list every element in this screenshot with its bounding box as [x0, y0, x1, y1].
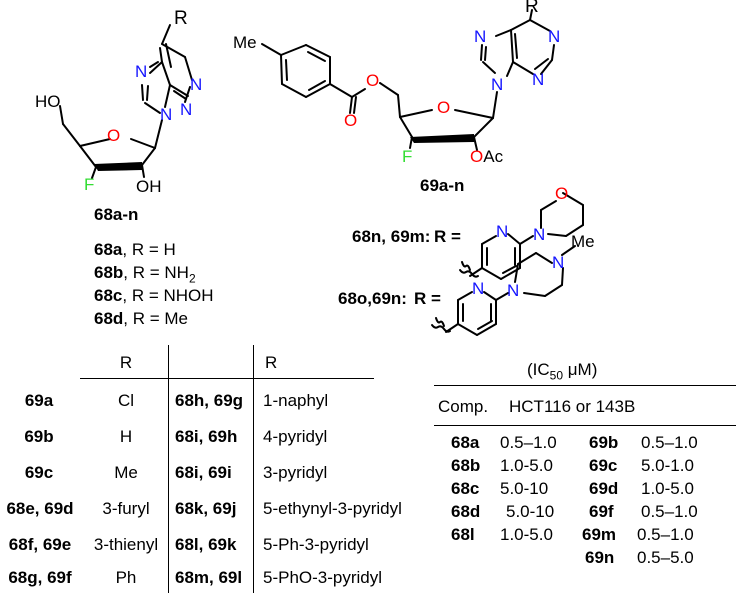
r-value: 1-naphyl	[263, 391, 329, 410]
nitrogen-atom: N	[190, 75, 203, 94]
nitrogen-atom: N	[491, 75, 504, 94]
r-group-label: R	[525, 0, 539, 17]
compound-id: 68h, 69g	[175, 391, 244, 410]
r-equals-label: R =	[414, 289, 441, 308]
methyl-label: Me	[233, 33, 257, 52]
column-header: R	[265, 353, 278, 372]
substituent-item: 68d, R = Me	[94, 309, 189, 328]
substituent-item: 68c, R = NHOH	[94, 286, 214, 305]
nitrogen-atom: N	[160, 105, 173, 124]
compound-id: 68k, 69j	[175, 499, 237, 518]
r-value: Ph	[115, 568, 137, 587]
table-divider	[253, 345, 254, 593]
hydroxyl-label: HO	[35, 92, 61, 111]
compound-id: 68e, 69d	[6, 499, 74, 518]
piperazino-variant-label: 68o,69n:	[338, 289, 407, 308]
r-value: 5-ethynyl-3-pyridyl	[263, 499, 402, 518]
morpholine-oxygen: O	[555, 184, 569, 203]
nitrogen-atom: N	[180, 100, 193, 119]
r-value: Me	[114, 463, 138, 482]
r-value: H	[119, 427, 133, 446]
r-value: 5-Ph-3-pyridyl	[263, 535, 369, 554]
compound-id: 68l, 69k	[175, 535, 237, 554]
substituent-item: 68a, R = H	[94, 240, 176, 259]
compound-id: 68i, 69i	[175, 463, 232, 482]
piperazine-n-methyl-nitrogen: N	[552, 253, 565, 272]
r-value: Cl	[117, 391, 135, 410]
nitrogen-atom: N	[532, 70, 545, 89]
nitrogen-atom: N	[474, 27, 487, 46]
table-divider	[434, 385, 736, 386]
r-value: 3-pyridyl	[263, 463, 328, 482]
compound-id: 68m, 69l	[175, 568, 243, 587]
table-divider	[80, 378, 374, 379]
r-value: 3-thienyl	[93, 535, 159, 554]
r-equals-label: R =	[434, 227, 461, 246]
r-value: 5-PhO-3-pyridyl	[263, 568, 383, 587]
acetyl-label: Ac	[483, 147, 504, 166]
nitrogen-atom: N	[135, 62, 148, 81]
column-header-cells: HCT116 or 143B	[509, 397, 636, 416]
substituent-item: 68b, R = NH2	[94, 263, 196, 286]
ring-oxygen-atom: O	[437, 98, 451, 117]
ester-oxygen-atom: O	[366, 71, 380, 90]
compound-id: 68i, 69h	[175, 427, 238, 446]
table-divider	[168, 345, 169, 593]
morpholine-nitrogen: N	[533, 225, 546, 244]
fluorine-atom: F	[402, 147, 413, 166]
r-value: 3-furyl	[102, 499, 150, 518]
table-divider	[434, 425, 736, 426]
piperazine-nitrogen: N	[507, 281, 520, 300]
compound-label-68: 68a-n	[94, 205, 139, 224]
r-group-label: R	[174, 8, 188, 29]
acetoxy-oxygen: OAc	[470, 147, 504, 166]
morpholino-variant-label: 68n, 69m:	[352, 227, 431, 246]
compound-id: 69c	[24, 463, 54, 482]
pyridine-nitrogen: N	[472, 279, 485, 298]
compound-id: 69b	[24, 427, 54, 446]
pyridine-nitrogen: N	[496, 222, 509, 241]
hydroxyl-label: OH	[136, 177, 162, 196]
r-value: 4-pyridyl	[263, 427, 328, 446]
fluorine-atom: F	[84, 175, 95, 194]
nitrogen-atom: N	[548, 27, 561, 46]
compound-id: 68g, 69f	[8, 568, 72, 587]
column-header-comp: Comp.	[438, 397, 489, 416]
ring-oxygen-atom: O	[107, 126, 121, 145]
ic50-title: (IC50 μM)	[527, 360, 598, 383]
methyl-label: Me	[571, 232, 595, 251]
column-header: R	[119, 353, 133, 372]
carbonyl-oxygen-atom: O	[344, 111, 358, 130]
compound-id: 68f, 69e	[8, 535, 72, 554]
compound-label-69: 69a-n	[420, 176, 465, 195]
compound-id: 69a	[24, 391, 54, 410]
